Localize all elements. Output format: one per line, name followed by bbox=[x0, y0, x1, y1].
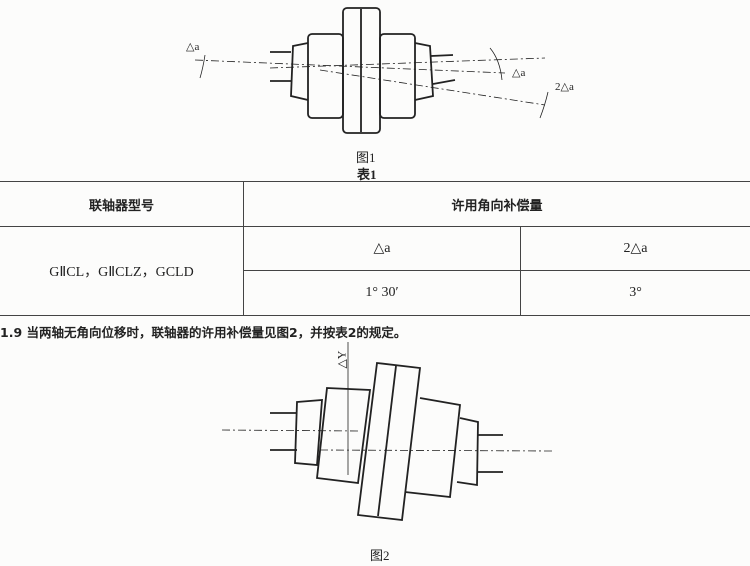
value-2-delta-a: 3° bbox=[520, 270, 750, 316]
value-delta-a: 1° 30′ bbox=[243, 270, 521, 316]
subheader-delta-a: △a bbox=[243, 226, 521, 271]
figure-1-label-left: △a bbox=[186, 41, 200, 53]
table-1: 联轴器型号 许用角向补偿量 GⅡCL，GⅡCLZ，GCLD △a 2△a 1° … bbox=[0, 181, 750, 316]
figure-1-drawing bbox=[194, 7, 549, 134]
cell-models: GⅡCL，GⅡCLZ，GCLD bbox=[0, 226, 244, 316]
figure-2-caption: 图2 bbox=[370, 548, 390, 563]
figure-1-label-double: 2△a bbox=[555, 81, 574, 93]
header-model: 联轴器型号 bbox=[0, 181, 244, 227]
figure-2-label-dy: △Y bbox=[334, 350, 349, 369]
figure-1-label-right: △a bbox=[512, 67, 526, 79]
paragraph-1-9: 1.9 当两轴无角向位移时，联轴器的许用补偿量见图2，并按表2的规定。 bbox=[0, 325, 407, 340]
table-1-title: 表1 bbox=[357, 167, 377, 182]
figure-1-caption: 图1 bbox=[356, 150, 376, 165]
